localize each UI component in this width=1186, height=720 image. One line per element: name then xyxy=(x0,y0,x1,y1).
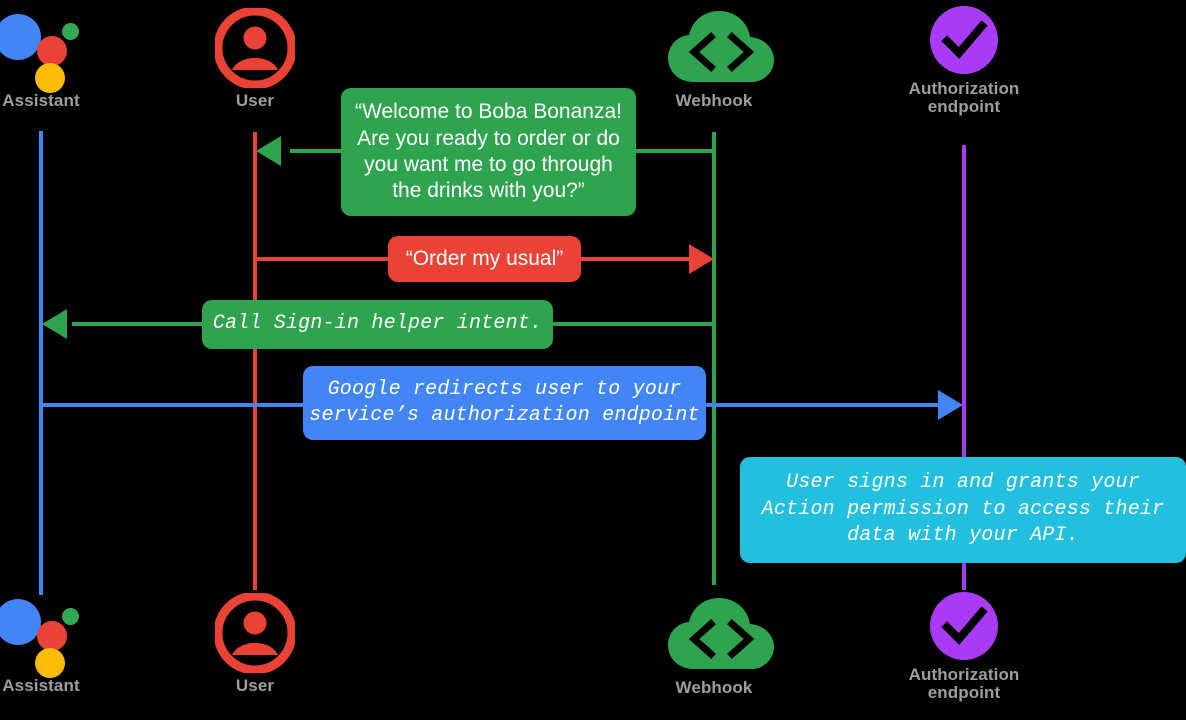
bubble-redirect-line2: service’s authorization endpoint xyxy=(309,404,700,427)
lifeline-webhook xyxy=(712,132,716,585)
actor-label-auth-bottom: Authorization endpoint xyxy=(869,665,1059,703)
message-bubble-order: “Order my usual” xyxy=(388,236,581,282)
bubble-grant-line2: Action permission to access their xyxy=(761,497,1165,521)
google-assistant-icon xyxy=(0,8,89,93)
user-avatar-icon xyxy=(207,8,303,88)
actor-label-assistant-bottom: Assistant xyxy=(2,676,80,695)
arrow-head-redirect xyxy=(938,390,963,420)
lifeline-auth xyxy=(962,145,966,590)
message-bubble-signin: Call Sign-in helper intent. xyxy=(202,300,553,349)
bubble-grant-line3: data with your API. xyxy=(847,524,1079,548)
actor-label-auth-line2: endpoint xyxy=(927,97,1001,117)
actor-label-user-bottom: User xyxy=(235,676,275,695)
actor-auth-top: Authorization endpoint xyxy=(869,4,1059,117)
actor-webhook-top: Webhook xyxy=(619,8,809,110)
actor-auth-bottom: Authorization endpoint xyxy=(869,590,1059,703)
message-bubble-grant: User signs in and grants your Action per… xyxy=(740,457,1186,563)
assistant-green-dot-icon xyxy=(62,23,79,40)
actor-assistant-bottom: Assistant xyxy=(0,593,136,695)
actor-label-webhook-bottom: Webhook xyxy=(675,678,753,697)
purple-check-circle-icon xyxy=(916,4,1012,76)
bubble-redirect-line1: Google redirects user to your xyxy=(327,377,682,401)
bubble-signin-line1: Call Sign-in helper intent. xyxy=(212,312,543,336)
assistant-blue-dot-icon xyxy=(0,599,41,645)
arrow-head-welcome xyxy=(256,136,281,166)
purple-check-circle-icon-bottom xyxy=(916,590,1012,662)
lifeline-user xyxy=(253,132,257,590)
message-bubble-welcome: “Welcome to Boba Bonanza! Are you ready … xyxy=(341,88,636,216)
user-avatar-icon-bottom xyxy=(207,593,303,673)
actor-label-auth-line1: Authorization xyxy=(908,79,1020,98)
bubble-welcome-line3: you want me to go through xyxy=(364,153,613,176)
google-assistant-icon-bottom xyxy=(0,593,89,678)
arrow-head-order xyxy=(689,244,714,274)
assistant-red-dot-icon xyxy=(37,36,67,66)
assistant-blue-dot-icon xyxy=(0,14,41,60)
actor-label-auth-bottom-line1: Authorization xyxy=(908,665,1020,684)
actor-label-auth: Authorization endpoint xyxy=(869,79,1059,117)
actor-label-webhook: Webhook xyxy=(675,91,753,110)
arrow-head-signin xyxy=(42,309,67,339)
message-bubble-redirect: Google redirects user to your service’s … xyxy=(303,366,706,440)
lifeline-assistant xyxy=(39,131,43,595)
bubble-welcome-line4: the drinks with you?” xyxy=(392,179,585,203)
actor-user-bottom: User xyxy=(160,593,350,695)
assistant-green-dot-icon xyxy=(62,608,79,625)
actor-label-auth-bottom-line2: endpoint xyxy=(927,683,1001,703)
cloud-code-icon-bottom xyxy=(666,595,774,675)
cloud-code-icon xyxy=(666,8,774,88)
bubble-grant-line1: User signs in and grants your xyxy=(786,471,1140,495)
bubble-welcome-line2: Are you ready to order or do xyxy=(357,126,620,150)
bubble-welcome-line1: “Welcome to Boba Bonanza! xyxy=(355,100,622,124)
assistant-yellow-dot-icon xyxy=(35,63,65,93)
actor-label-user: User xyxy=(235,91,275,110)
assistant-red-dot-icon xyxy=(37,621,67,651)
assistant-yellow-dot-icon xyxy=(35,648,65,678)
actor-label-assistant: Assistant xyxy=(2,91,80,110)
bubble-order-line1: “Order my usual” xyxy=(405,246,564,270)
actor-user-top: User xyxy=(160,8,350,110)
actor-assistant-top: Assistant xyxy=(0,8,136,110)
actor-webhook-bottom: Webhook xyxy=(619,595,809,697)
